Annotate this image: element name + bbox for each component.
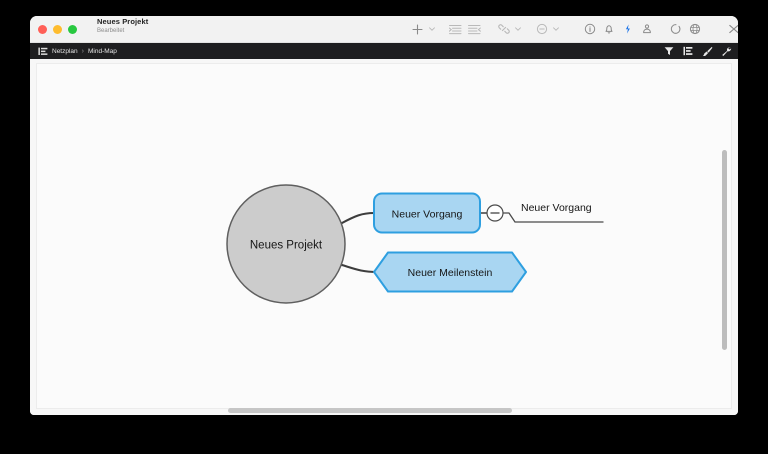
root-node-label: Neues Projekt — [250, 240, 323, 252]
filter-icon[interactable] — [663, 45, 675, 57]
flash-icon[interactable] — [618, 18, 637, 40]
connector-toggle-to-text-node — [502, 212, 604, 223]
bell-icon[interactable] — [599, 18, 618, 40]
milestone-node-neuer-meilenstein[interactable]: Neuer Meilenstein — [373, 251, 527, 293]
breadcrumb-separator: › — [81, 47, 84, 55]
add-chevron-down-icon[interactable] — [427, 18, 436, 40]
indent-increase-icon[interactable] — [446, 18, 465, 40]
window-controls — [38, 25, 77, 34]
connector-root-to-task — [340, 211, 376, 225]
document-title-group: Neues Projekt Bearbeitet — [97, 18, 148, 34]
document-title: Neues Projekt — [97, 17, 149, 26]
text-node-label: Neuer Vorgang — [521, 202, 592, 214]
task-node-label: Neuer Vorgang — [392, 209, 463, 221]
outline-list-icon[interactable] — [682, 45, 694, 57]
horizontal-scrollbar[interactable] — [36, 407, 732, 414]
info-icon[interactable] — [580, 18, 599, 40]
connector-root-to-milestone — [340, 263, 379, 274]
breadcrumb-item-netzplan[interactable]: Netzplan — [52, 47, 78, 55]
toolbar — [408, 16, 738, 42]
settings-wrench-icon[interactable] — [720, 45, 732, 57]
text-node-neuer-vorgang[interactable]: Neuer Vorgang — [521, 202, 592, 214]
milestone-node-label: Neuer Meilenstein — [408, 267, 493, 279]
vertical-scrollbar-thumb[interactable] — [722, 150, 727, 350]
link-chevron-down-icon[interactable] — [513, 18, 522, 40]
collapse-toggle-button[interactable] — [486, 204, 504, 222]
document-subtitle: Bearbeitet — [97, 28, 125, 34]
root-node[interactable]: Neues Projekt — [226, 184, 346, 304]
close-window-button[interactable] — [38, 25, 47, 34]
maximize-window-button[interactable] — [68, 25, 77, 34]
minimize-window-button[interactable] — [53, 25, 62, 34]
breadcrumb: Netzplan › Mind-Map — [38, 47, 117, 56]
style-brush-icon[interactable] — [701, 45, 713, 57]
indent-decrease-icon[interactable] — [465, 18, 484, 40]
gantt-icon — [38, 47, 48, 56]
progress-chevron-down-icon[interactable] — [551, 18, 560, 40]
breadcrumb-tools — [663, 43, 732, 59]
canvas-area: Neues Projekt Neuer Vorgang Neuer Meilen… — [30, 59, 738, 415]
globe-icon[interactable] — [685, 18, 704, 40]
add-icon[interactable] — [408, 18, 427, 40]
progress-circle-icon[interactable] — [532, 18, 551, 40]
title-bar: Neues Projekt Bearbeitet — [30, 16, 738, 43]
breadcrumb-item-mind-map[interactable]: Mind-Map — [88, 47, 117, 55]
mindmap-canvas[interactable]: Neues Projekt Neuer Vorgang Neuer Meilen… — [36, 63, 732, 409]
mindmap-diagram: Neues Projekt Neuer Vorgang Neuer Meilen… — [226, 184, 604, 304]
shuffle-icon[interactable] — [724, 18, 738, 40]
vertical-scrollbar[interactable] — [721, 124, 728, 408]
task-node-neuer-vorgang[interactable]: Neuer Vorgang — [373, 192, 481, 234]
horizontal-scrollbar-thumb[interactable] — [228, 408, 512, 413]
breadcrumb-bar: Netzplan › Mind-Map — [30, 43, 738, 59]
link-icon[interactable] — [494, 18, 513, 40]
person-resource-icon[interactable] — [637, 18, 656, 40]
refresh-icon[interactable] — [666, 18, 685, 40]
app-window: Neues Projekt Bearbeitet — [30, 16, 738, 415]
